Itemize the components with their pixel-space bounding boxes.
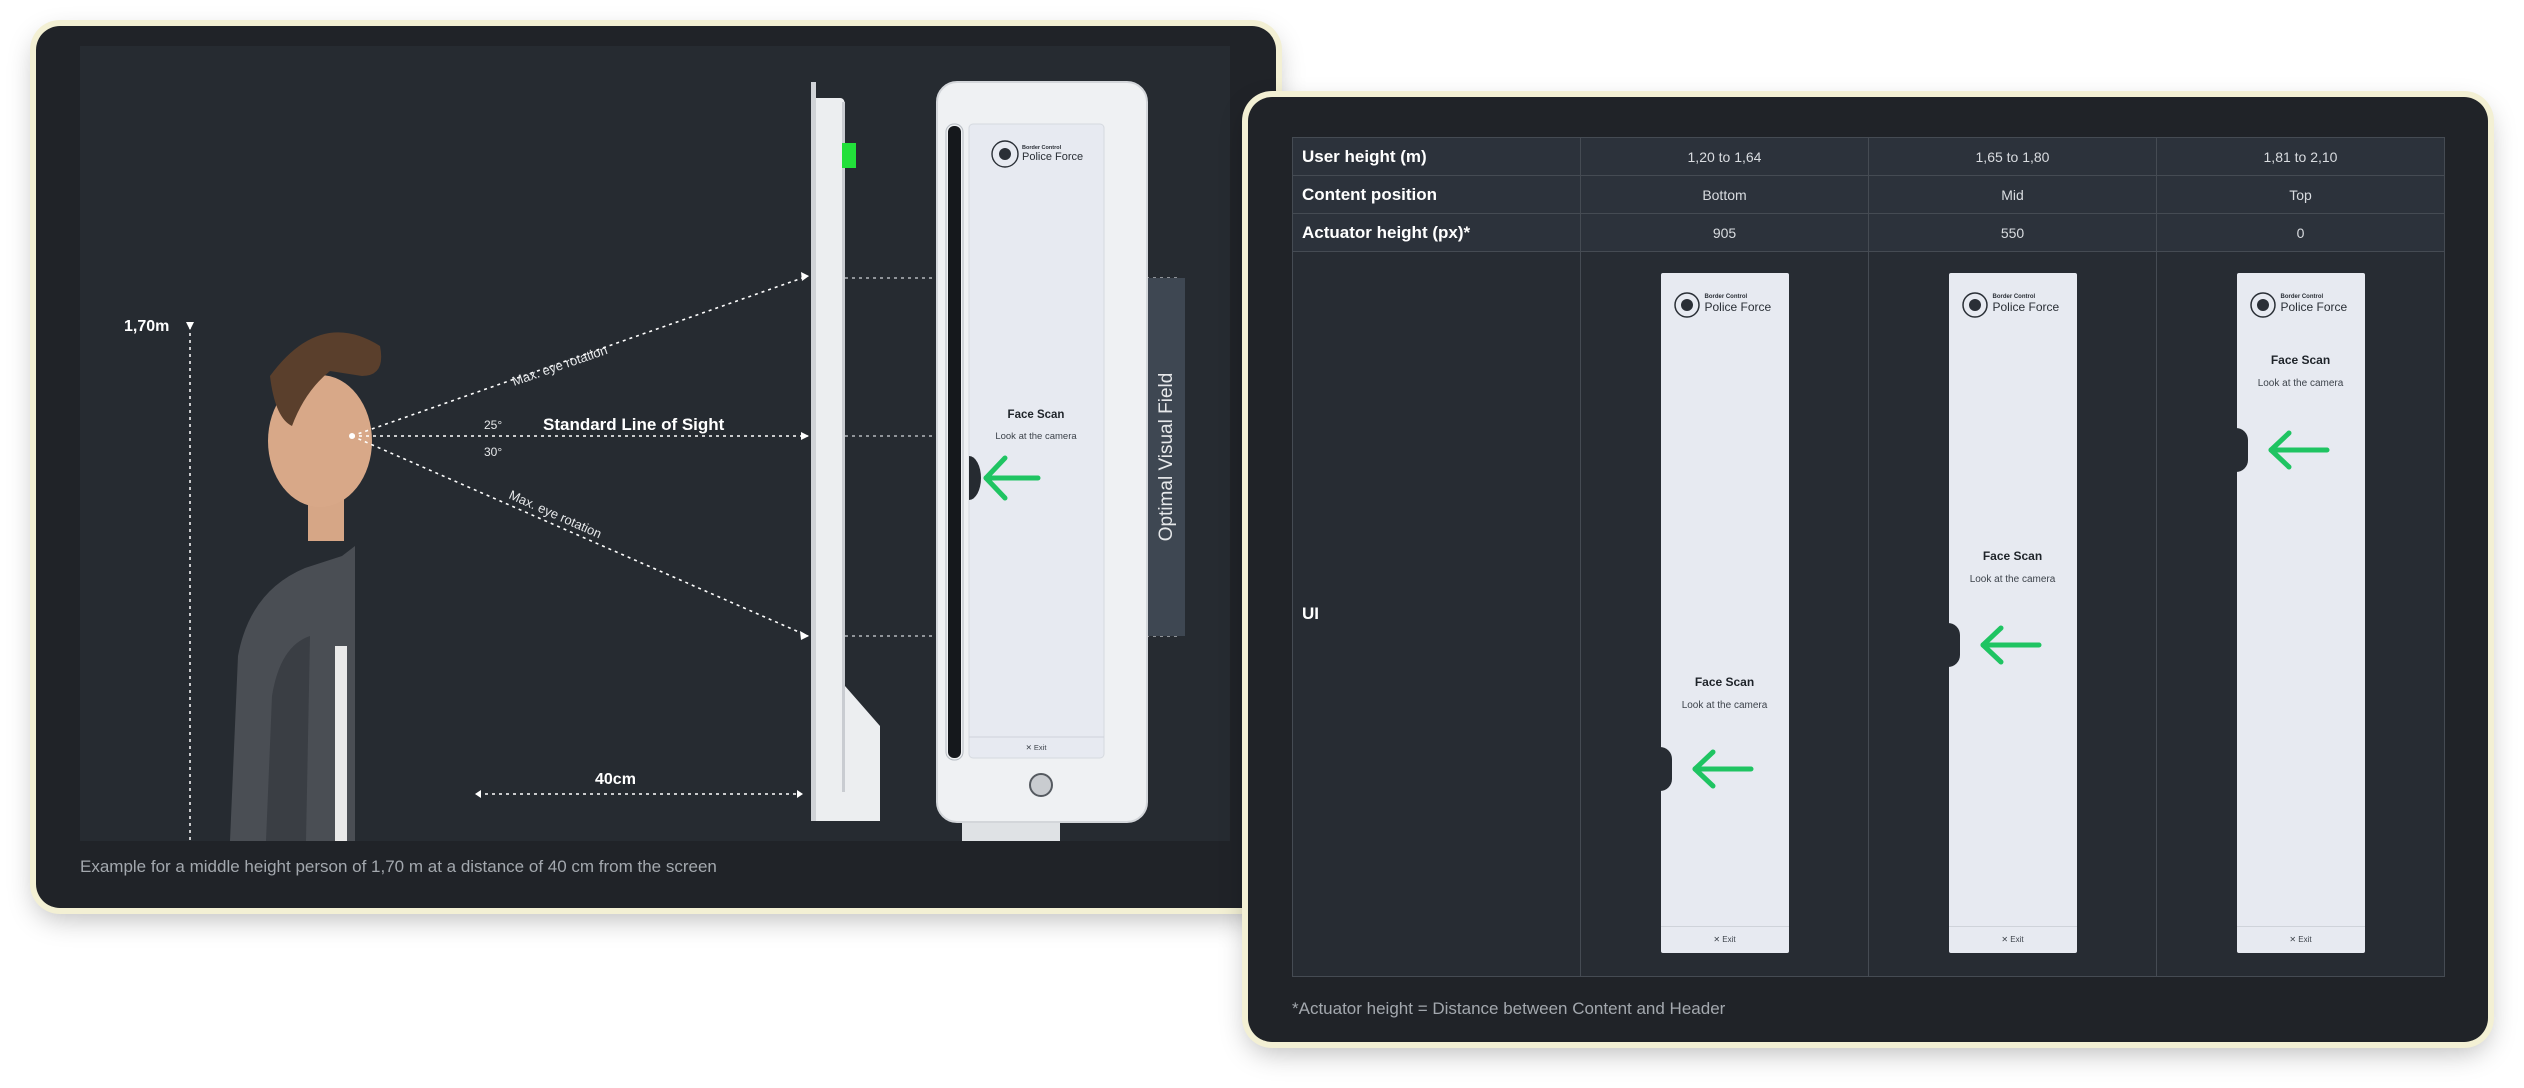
police-logo-icon: [1673, 292, 1700, 318]
viewing-geometry-illustration: 1,70m Max. eye rotation Max. eye rotatio…: [80, 46, 1230, 841]
table-cell: 550: [1868, 213, 2157, 252]
kiosk-brand-big: Police Force: [1992, 300, 2060, 314]
camera-strip: [948, 126, 961, 758]
table-row: User height (m) 1,20 to 1,64 1,65 to 1,8…: [1292, 137, 2445, 176]
camera-notch: [1947, 623, 1960, 667]
arrow-left-icon: [1980, 625, 2041, 665]
person-figure: [230, 332, 382, 841]
ui-cell-mid: Border Control Police Force Face Scan Lo…: [1868, 251, 2157, 977]
distance-label: 40cm: [595, 771, 636, 788]
screen-exit-button[interactable]: ✕ Exit: [1026, 743, 1048, 752]
screen-brand-big: Police Force: [1022, 151, 1083, 163]
table-cell: Mid: [1868, 175, 2157, 214]
angle-down-label: 30°: [484, 445, 502, 459]
kiosk-preview-mid: Border Control Police Force Face Scan Lo…: [1947, 273, 2077, 953]
screen-title: Face Scan: [1008, 409, 1065, 421]
upper-rotation-label: Max. eye rotation: [510, 342, 609, 389]
kiosk-brand-big: Police Force: [1704, 300, 1772, 314]
kiosk-subtitle: Look at the camera: [1969, 574, 2056, 585]
table-cell: 0: [2156, 213, 2445, 252]
height-dim-arrow: [186, 322, 194, 330]
kiosk-title: Face Scan: [1694, 675, 1755, 689]
row-header: Content position: [1292, 175, 1581, 214]
table-cell: Bottom: [1580, 175, 1869, 214]
kiosk-brand-small: Border Control: [2280, 294, 2324, 300]
police-logo-icon: [1961, 292, 1988, 318]
kiosk-brand-small: Border Control: [1704, 294, 1748, 300]
police-logo-icon: [991, 140, 1019, 168]
kiosk-subtitle: Look at the camera: [2257, 378, 2344, 389]
kiosk-title: Face Scan: [2270, 353, 2331, 367]
geometry-svg: 1,70m Max. eye rotation Max. eye rotatio…: [124, 81, 1185, 841]
left-caption: Example for a middle height person of 1,…: [80, 857, 717, 876]
row-header: User height (m): [1292, 137, 1581, 176]
kiosk-button: [1029, 773, 1053, 797]
kiosk-exit-button[interactable]: ✕ Exit: [1948, 926, 2077, 953]
ui-cell-top: Border Control Police Force Face Scan Lo…: [2156, 251, 2445, 977]
police-logo-icon: [2249, 292, 2276, 318]
viewing-geometry-card: 1,70m Max. eye rotation Max. eye rotatio…: [36, 26, 1276, 908]
ui-cell-bottom: Border Control Police Force Face Scan Lo…: [1580, 251, 1869, 977]
table-cell: 905: [1580, 213, 1869, 252]
table-row-ui: UI Border Control Police Force Face Scan…: [1292, 251, 2445, 977]
kiosk-screen: [968, 123, 1105, 759]
kiosk-preview-top: Border Control Police Force Face Scan Lo…: [2235, 273, 2365, 953]
kiosk-side-view: [811, 82, 880, 821]
screen-arrow-left-icon: [983, 455, 1041, 501]
camera-notch: [1659, 747, 1672, 791]
lower-sight-line: [351, 435, 809, 637]
kiosk-preview-bottom: Border Control Police Force Face Scan Lo…: [1659, 273, 1789, 953]
row-header: UI: [1292, 251, 1581, 977]
kiosk-subtitle: Look at the camera: [1681, 700, 1768, 711]
footnote: *Actuator height = Distance between Cont…: [1292, 999, 1726, 1018]
content-position-card: User height (m) 1,20 to 1,64 1,65 to 1,8…: [1248, 97, 2488, 1042]
line-of-sight-label: Standard Line of Sight: [543, 415, 725, 434]
optimal-visual-field-band: [1145, 278, 1185, 636]
height-label: 1,70m: [124, 318, 169, 335]
kiosk-brand-small: Border Control: [1992, 294, 2036, 300]
kiosk-exit-button[interactable]: ✕ Exit: [1660, 926, 1789, 953]
arrow-left-icon: [2268, 430, 2329, 470]
table-cell: 1,81 to 2,10: [2156, 137, 2445, 176]
kiosk-front-view: Border Control Police Force Face Scan Lo…: [936, 81, 1148, 841]
screen-subtitle: Look at the camera: [995, 431, 1077, 442]
row-header: Actuator height (px)*: [1292, 213, 1581, 252]
kiosk-exit-button[interactable]: ✕ Exit: [2236, 926, 2365, 953]
kiosk-title: Face Scan: [1982, 549, 2043, 563]
table-row: Actuator height (px)* 905 550 0: [1292, 213, 2445, 252]
lower-rotation-label: Max. eye rotation: [507, 487, 604, 541]
table-cell: Top: [2156, 175, 2445, 214]
table-cell: 1,65 to 1,80: [1868, 137, 2157, 176]
table-row: Content position Bottom Mid Top: [1292, 175, 2445, 214]
arrow-left-icon: [1692, 749, 1753, 789]
content-position-table: User height (m) 1,20 to 1,64 1,65 to 1,8…: [1292, 137, 2445, 977]
screen-brand-small: Border Control: [1022, 145, 1062, 151]
table-cell: 1,20 to 1,64: [1580, 137, 1869, 176]
kiosk-brand-big: Police Force: [2280, 300, 2348, 314]
camera-notch: [2235, 428, 2248, 472]
status-led: [842, 143, 856, 168]
angle-up-label: 25°: [484, 418, 502, 432]
visual-field-label: Optimal Visual Field: [1156, 373, 1177, 542]
